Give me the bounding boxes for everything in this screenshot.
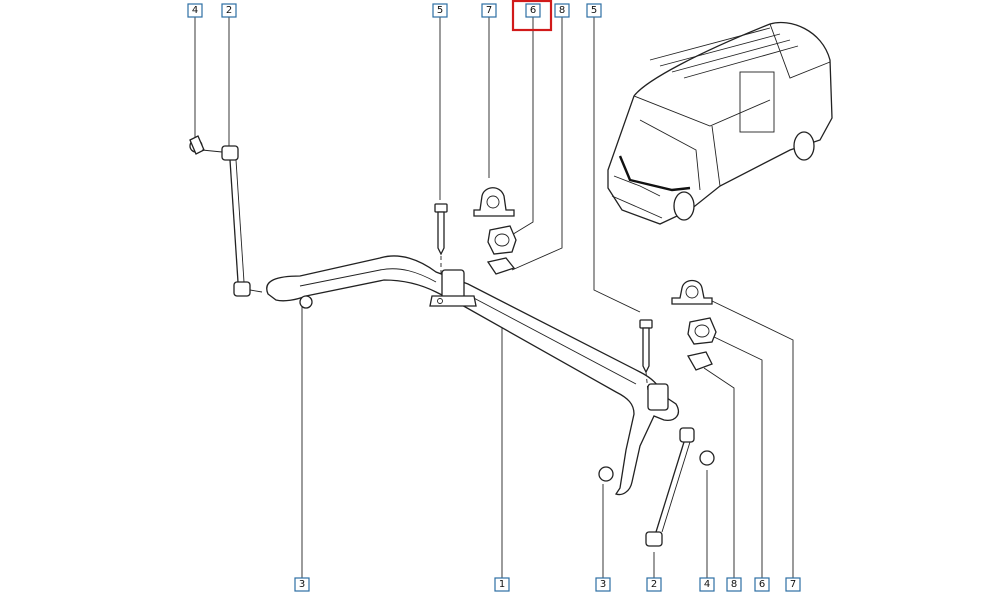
left-link-rod: [189, 135, 313, 309]
selected-part-highlight: [511, 0, 553, 32]
left-bar-clamp: [429, 269, 477, 307]
callout-bottom-7: 7: [785, 577, 801, 592]
callout-top-7-label: 7: [486, 5, 492, 16]
callout-top-5a: 5: [432, 3, 448, 18]
callout-bottom-1-label: 1: [499, 579, 505, 590]
callout-bottom-7-label: 7: [790, 579, 796, 590]
callout-bottom-8: 8: [726, 577, 742, 592]
callout-top-8: 8: [554, 3, 570, 18]
top-callouts: 4 2 5 7 6 8 5: [187, 3, 602, 18]
right-bar-clamp: [647, 383, 669, 411]
callout-bottom-3b: 3: [595, 577, 611, 592]
callout-top-2-label: 2: [226, 5, 232, 16]
bolt-left: [434, 203, 448, 276]
callout-top-5a-label: 5: [437, 5, 443, 16]
pad-left: [486, 257, 516, 275]
bushing-right: [687, 317, 717, 345]
callout-top-6: 6: [525, 3, 541, 18]
clamp-right: [671, 279, 713, 305]
callout-bottom-2: 2: [646, 577, 662, 592]
callout-bottom-8-label: 8: [731, 579, 737, 590]
callout-bottom-3b-label: 3: [600, 579, 606, 590]
callout-top-5b-label: 5: [591, 5, 597, 16]
clamp-left: [473, 187, 515, 217]
callout-top-8-label: 8: [559, 5, 565, 16]
callout-bottom-6: 6: [754, 577, 770, 592]
bolt-right: [639, 319, 653, 393]
callout-bottom-6-label: 6: [759, 579, 765, 590]
callout-bottom-3a-label: 3: [299, 579, 305, 590]
bushing-left: [487, 225, 517, 255]
callout-top-6-label: 6: [530, 5, 536, 16]
callout-bottom-3a: 3: [294, 577, 310, 592]
pad-right: [686, 351, 713, 371]
callout-bottom-1: 1: [494, 577, 510, 592]
callout-bottom-4-label: 4: [704, 579, 710, 590]
van-illustration: [607, 21, 833, 225]
bottom-callouts: 3 1 3 2 4 8 6 7: [294, 577, 801, 592]
leader-lines: [194, 17, 794, 578]
right-link-rod: [598, 427, 715, 547]
callout-top-7: 7: [481, 3, 497, 18]
stabilizer-bar: [266, 255, 679, 496]
callout-bottom-4: 4: [699, 577, 715, 592]
callout-top-4-label: 4: [192, 5, 198, 16]
callout-top-5b: 5: [586, 3, 602, 18]
callout-top-2: 2: [221, 3, 237, 18]
callout-top-4: 4: [187, 3, 203, 18]
callout-bottom-2-label: 2: [651, 579, 657, 590]
